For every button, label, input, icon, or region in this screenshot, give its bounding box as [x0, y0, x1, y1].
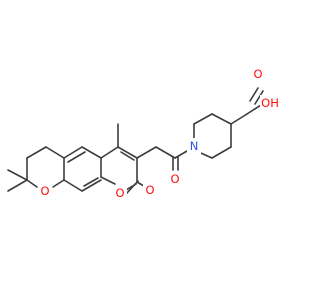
bond	[7, 179, 28, 192]
bond	[52, 179, 65, 188]
bond	[254, 90, 264, 105]
chemical-structure-diagram: OH O N O O O O	[7, 66, 281, 201]
bond	[155, 146, 176, 159]
atom-o-lactone-ring: O	[113, 185, 127, 201]
atom-label-o-amide: O	[170, 172, 179, 186]
bond	[249, 87, 259, 102]
atom-o-pyran: O	[38, 183, 52, 199]
bond	[246, 104, 262, 115]
atom-label-o-lactone-ring: O	[115, 186, 124, 200]
atom-label-background	[187, 138, 201, 154]
atom-n: N	[187, 138, 201, 154]
atom-oh: OH	[260, 95, 281, 111]
atom-label-o-lactone-carbonyl: O	[145, 183, 154, 197]
bond	[83, 177, 99, 187]
atom-label-background	[260, 95, 281, 111]
bond	[45, 146, 65, 159]
bond	[211, 146, 232, 159]
bond	[81, 146, 102, 159]
atom-labels: OH O N O O O O	[38, 66, 281, 201]
atom-label-n: N	[190, 139, 199, 153]
bond	[193, 113, 213, 125]
bond	[125, 180, 139, 195]
bond	[26, 179, 38, 188]
bonds	[7, 87, 264, 195]
bond	[63, 146, 83, 159]
bond	[136, 146, 157, 159]
bond	[117, 146, 138, 159]
atom-label-background	[143, 182, 157, 198]
bond	[230, 113, 248, 125]
atom-label-background	[251, 66, 265, 82]
bond	[63, 179, 83, 192]
atom-o-amide: O	[168, 171, 182, 187]
atom-label-background	[168, 171, 182, 187]
atom-label-o-acid: O	[253, 67, 262, 81]
bond	[100, 176, 116, 185]
bond	[67, 151, 86, 163]
atom-label-oh: OH	[261, 96, 279, 110]
bond	[81, 179, 102, 192]
bond	[211, 113, 232, 125]
atom-label-background	[38, 183, 52, 199]
atom-label-background	[113, 185, 127, 201]
bond	[100, 146, 119, 159]
bond	[26, 146, 47, 159]
atom-o-acid: O	[251, 66, 265, 82]
atom-o-lactone-carbonyl: O	[143, 182, 157, 198]
bond	[7, 169, 28, 181]
atom-label-o-pyran: O	[40, 184, 49, 198]
bond	[120, 151, 135, 161]
